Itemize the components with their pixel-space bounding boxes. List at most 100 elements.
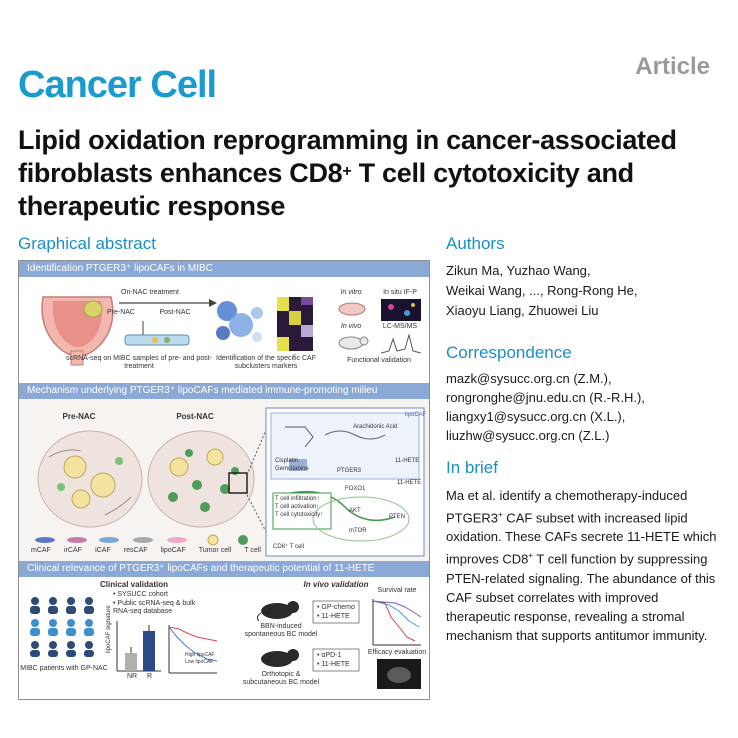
title-part-2: T cell cytotoxicity and therapeutic resp… [18, 158, 634, 221]
lcms-spectrum [381, 333, 421, 354]
identification-caption: Identification of the specific CAF subcl… [216, 355, 316, 370]
mouse-icon [338, 336, 369, 350]
mechanism-box [265, 407, 425, 557]
bullet-public-db-text: Public scRNA-seq & bulk RNA-seq database [113, 600, 196, 615]
efficacy-label: Efficacy evaluation [367, 649, 427, 656]
email-link[interactable]: liangxy1@sysucc.org.cn (X.L.), [446, 409, 626, 424]
sequencing-tube-icon [124, 321, 190, 346]
pre-nac-tissue [37, 430, 143, 528]
cd8-label: CD8⁺ T cell [273, 544, 304, 550]
functional-caption: Functional validation [347, 357, 411, 364]
heatmap-plot [277, 297, 313, 351]
correspondence-list: mazk@sysucc.org.cn (Z.M.), rongronghe@jn… [446, 369, 726, 445]
in-brief-heading: In brief [446, 458, 498, 477]
r-label: R [147, 673, 153, 680]
orthotopic-caption: Orthotopic & subcutaneous BC model [242, 671, 320, 686]
km-curve-invivo [372, 599, 422, 646]
lipocaf-label: lipoCAF [405, 412, 427, 418]
patient-icons [30, 597, 94, 657]
email-link[interactable]: rongronghe@jnu.edu.cn (R.-R.H.), [446, 390, 645, 405]
legend-lipocaf: lipoCAF [160, 547, 186, 554]
pten-label: PTEN [389, 514, 406, 520]
legend-mcaf: mCAF [31, 547, 51, 554]
panel2-band: Mechanism underlying PTGER3⁺ lipoCAFs me… [19, 383, 429, 399]
akt-label: AKT [349, 508, 361, 514]
mibc-patients-caption: MIBC patients with GP-NAC [20, 665, 108, 672]
article-type-label: Article [635, 53, 710, 80]
ultrasound-image [377, 659, 421, 689]
gp-hete-label: • 11-HETE [317, 613, 350, 620]
authors-heading: Authors [446, 234, 505, 253]
treatment-brackets [312, 600, 360, 672]
signature-barplot [116, 621, 161, 672]
gemcitabine-label: Gemcitabine [275, 466, 309, 472]
mouse-dark-2 [261, 649, 299, 667]
on-nac-label: On-NAC treatment [121, 289, 179, 296]
in-vivo-validation-title: In vivo validation [303, 580, 369, 589]
lcms-label: LC-MS/MS [382, 323, 418, 330]
brief-sup-1: + [498, 510, 503, 519]
hete-label-2: 11-HETE [397, 480, 422, 486]
in-situ-label: In situ IF-P [383, 289, 417, 296]
gp-chemo-label: • GP-chemo [317, 604, 355, 611]
arachidonic-label: Arachidonic Acid [353, 424, 398, 430]
brief-part-1: Ma et al. identify a chemotherapy-induce… [446, 488, 688, 526]
pd1-text: αPD-1 [321, 652, 342, 659]
legend-icaf: iCAF [95, 547, 111, 554]
post-nac-tissue [147, 430, 255, 528]
cell-legend-icons [35, 534, 248, 546]
t-activation-label: T cell activation↑ [275, 504, 320, 510]
t-infiltration-label: T cell infiltration↑ [275, 496, 320, 502]
title-part-1: Lipid oxidation reprogramming in cancer-… [18, 125, 677, 188]
hete-label-1: 11-HETE [395, 458, 420, 464]
signature-ylabel: lipoCAF signature [106, 605, 112, 653]
pre-nac-label: Pre-NAC [106, 309, 135, 316]
article-title: Lipid oxidation reprogramming in cancer-… [18, 124, 730, 223]
t-cytotoxicity-label: T cell cytotoxicity↑ [275, 512, 324, 518]
title-superscript: + [342, 163, 352, 180]
author-line: Weikai Wang, ..., Rong-Rong He, [446, 283, 638, 298]
pre-nac-title: Pre-NAC [62, 412, 96, 421]
brief-sup-2: + [528, 551, 534, 561]
pd1-label: • αPD-1 [317, 652, 342, 659]
legend-ircaf: irCAF [64, 547, 82, 554]
bullet-public-db: • Public scRNA-seq & bulk RNA-seq databa… [113, 600, 196, 615]
foxo-label: FOXO1 [345, 486, 366, 492]
email-link[interactable]: liuzhw@sysucc.org.cn (Z.L.) [446, 428, 610, 443]
graphical-abstract-heading: Graphical abstract [18, 234, 156, 253]
author-line: Zikun Ma, Yuzhao Wang, [446, 263, 591, 278]
in-vitro-label: In vitro [340, 289, 362, 296]
if-image [381, 299, 421, 321]
survival-rate-label: Survival rate [377, 587, 417, 594]
nr-label: NR [127, 673, 138, 680]
legend-rescaf: resCAF [123, 547, 148, 554]
in-brief-text: Ma et al. identify a chemotherapy-induce… [446, 486, 722, 645]
in-vivo-label: In vivo [340, 323, 362, 330]
bladder-illustration [41, 296, 114, 366]
gp-chemo-text: GP-chemo [321, 604, 355, 611]
bbn-caption: BBN-induced spontaneous BC model [244, 623, 318, 638]
mouse-dark-1 [256, 601, 299, 621]
panel3-band: Clinical relevance of PTGER3⁺ lipoCAFs a… [19, 561, 429, 577]
cisplatin-label: Cisplatin [275, 458, 299, 464]
post-nac-title: Post-NAC [176, 412, 214, 421]
cell-legend: mCAF irCAF iCAF resCAF lipoCAF Tumor cel… [31, 547, 261, 555]
scrna-caption: scRNA-seq on MIBC samples of pre- and po… [66, 355, 212, 370]
bullet-sysucc-text: SYSUCC cohort [117, 591, 168, 598]
treatment-arrow [119, 299, 217, 307]
mtor-label: mTOR [349, 528, 367, 534]
umap-plot [216, 301, 263, 342]
clinical-validation-title: Clinical validation [99, 580, 168, 589]
journal-name: Cancer Cell [18, 64, 217, 106]
authors-list: Zikun Ma, Yuzhao Wang, Weikai Wang, ...,… [446, 261, 726, 321]
pd-hete-label: • 11-HETE [317, 661, 350, 668]
panel1-band: Identification PTGER3⁺ lipoCAFs in MIBC [19, 261, 429, 277]
brief-part-2: CAF subset with increased lipid oxidatio… [446, 510, 717, 567]
post-nac-label: Post-NAC [159, 309, 191, 316]
email-link[interactable]: mazk@sysucc.org.cn (Z.M.), [446, 371, 612, 386]
low-lipocaf-label: Low lipoCAF [185, 659, 214, 665]
panel1: On-NAC treatment Pre-NAC Post-NAC scRNA-… [19, 277, 429, 383]
legend-tumor-cell: Tumor cell [198, 547, 232, 554]
legend-t-cell: T cell [244, 547, 261, 554]
brief-part-3: T cell function by suppressing PTEN-rela… [446, 551, 716, 643]
